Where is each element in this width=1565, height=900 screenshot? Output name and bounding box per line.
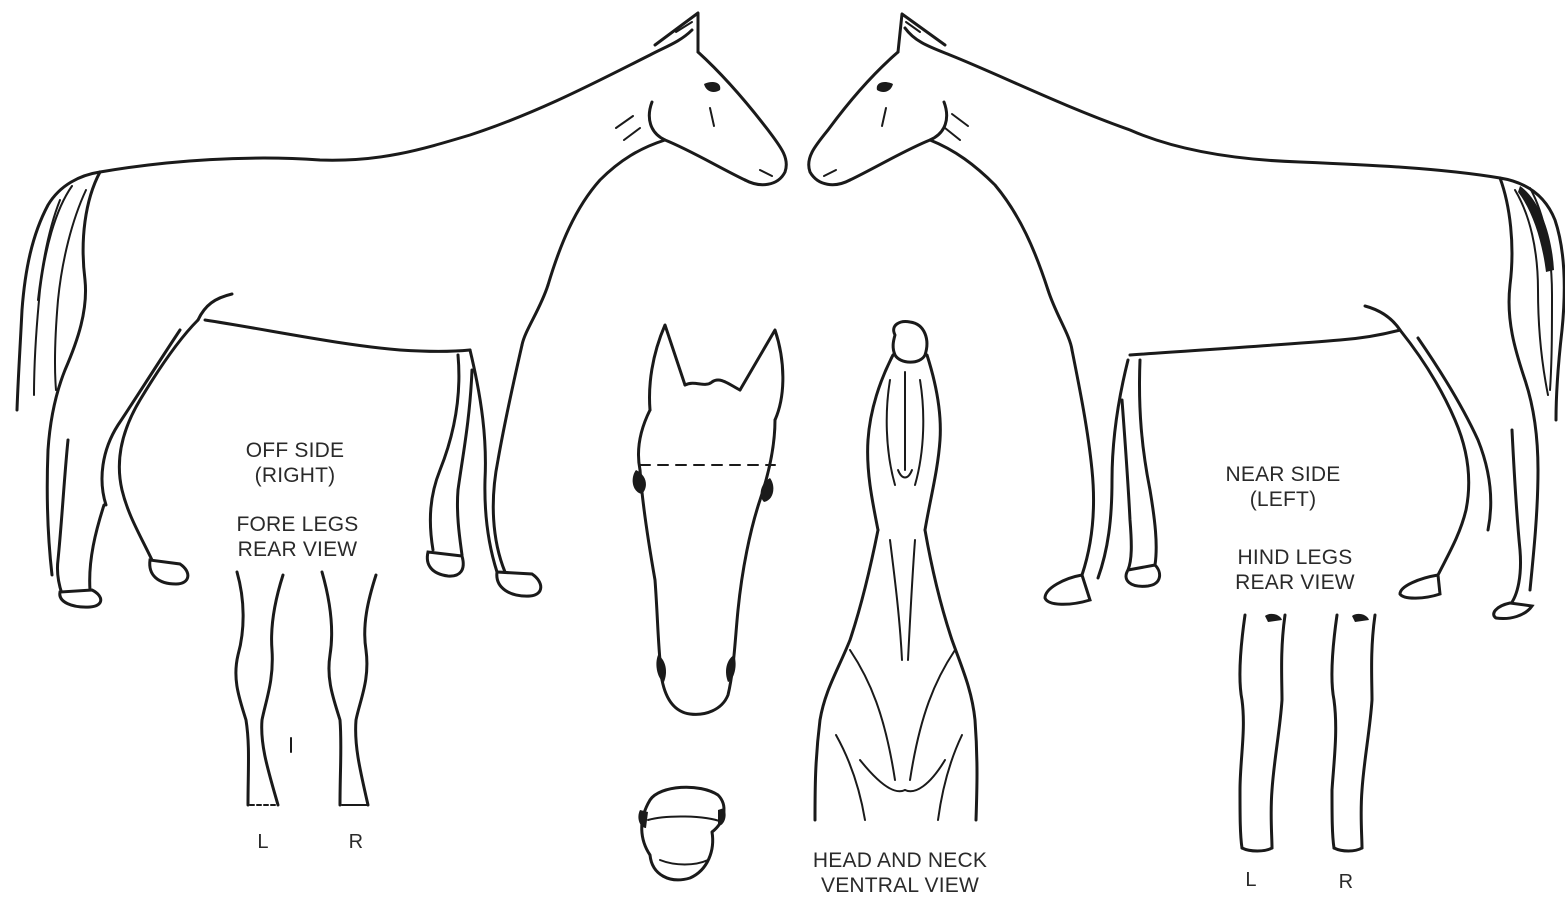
near-side-label-line1: NEAR SIDE	[1203, 462, 1363, 487]
head-front-view	[633, 325, 783, 714]
hind-legs-label-line1: HIND LEGS	[1210, 545, 1380, 570]
hind-legs-label-line2: REAR VIEW	[1210, 570, 1380, 595]
head-neck-label: HEAD AND NECK VENTRAL VIEW	[785, 848, 1015, 898]
near-side-horse	[809, 14, 1565, 619]
fore-left-letter: L	[248, 830, 278, 855]
off-side-horse	[17, 13, 786, 607]
fore-legs-rear-view	[236, 572, 376, 805]
head-neck-label-line1: HEAD AND NECK	[785, 848, 1015, 873]
off-side-label-line1: OFF SIDE	[220, 438, 370, 463]
fore-right-letter: R	[341, 830, 371, 855]
hind-legs-label: HIND LEGS REAR VIEW	[1210, 545, 1380, 595]
muzzle-view	[638, 787, 725, 880]
fore-legs-label-line2: REAR VIEW	[215, 537, 380, 562]
fore-legs-label: FORE LEGS REAR VIEW	[215, 512, 380, 562]
hind-legs-rear-view	[1240, 614, 1375, 851]
off-side-label-line2: (RIGHT)	[220, 463, 370, 488]
near-side-label-line2: (LEFT)	[1203, 487, 1363, 512]
near-side-label: NEAR SIDE (LEFT)	[1203, 462, 1363, 512]
fore-legs-label-line1: FORE LEGS	[215, 512, 380, 537]
head-neck-ventral-view	[815, 322, 977, 820]
head-neck-label-line2: VENTRAL VIEW	[785, 873, 1015, 898]
hind-right-letter: R	[1331, 870, 1361, 895]
hind-left-letter: L	[1236, 868, 1266, 893]
off-side-label: OFF SIDE (RIGHT)	[220, 438, 370, 488]
